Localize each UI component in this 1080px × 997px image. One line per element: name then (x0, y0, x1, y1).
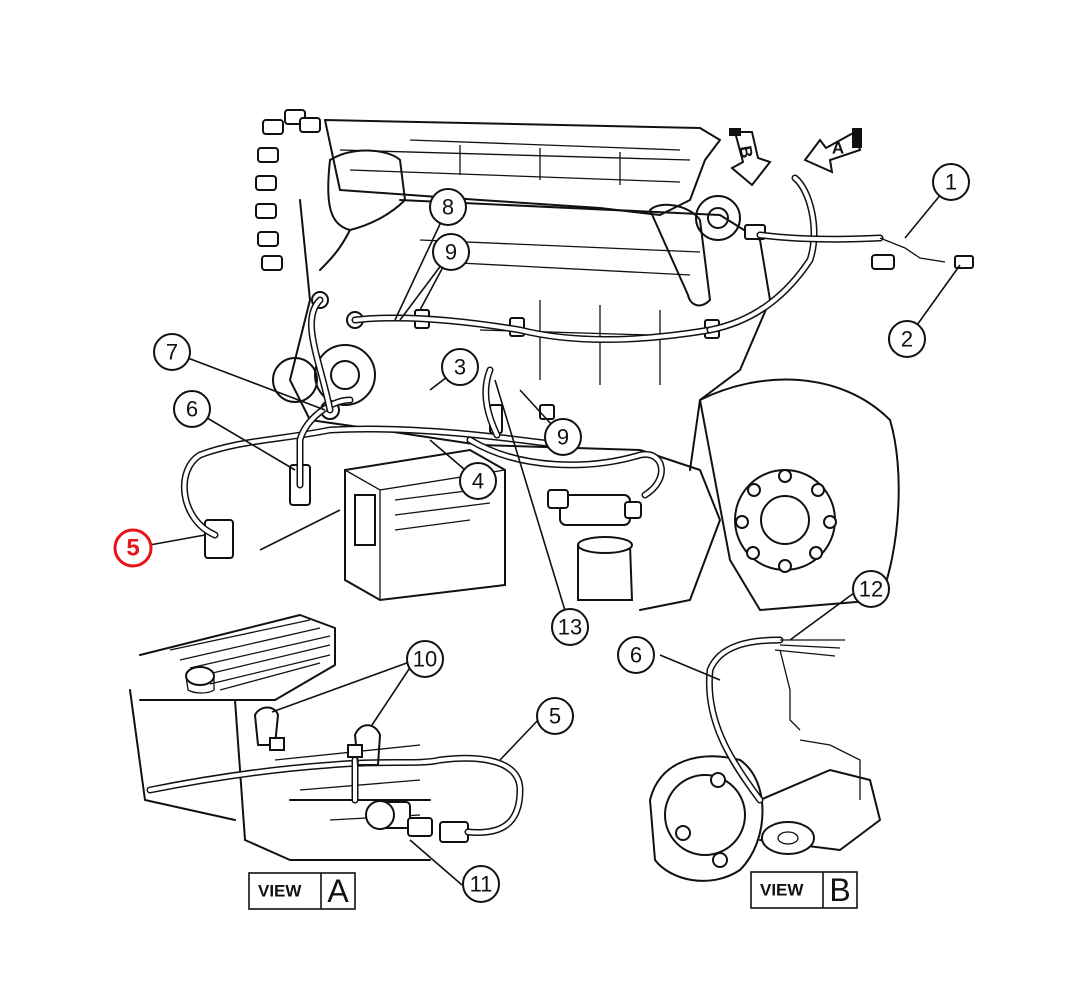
svg-text:VIEW: VIEW (760, 881, 804, 900)
svg-text:13: 13 (558, 615, 582, 640)
view-a-label: VIEW A (248, 872, 356, 910)
svg-text:8: 8 (442, 195, 454, 220)
callout-10: 10 (406, 640, 444, 678)
flywheel-bolts (735, 469, 837, 573)
svg-text:5: 5 (126, 535, 139, 562)
callout-8: 8 (429, 188, 467, 226)
svg-text:12: 12 (859, 577, 883, 602)
view-a-arrow-label: A (832, 139, 844, 158)
svg-text:1: 1 (945, 170, 957, 195)
callout-11: 11 (462, 865, 500, 903)
main-wiring-harness (181, 174, 884, 539)
cam-gear-bolts (255, 109, 321, 271)
view-a-arrow: A (803, 128, 862, 174)
callout-13: 13 (551, 608, 589, 646)
callout-4: 4 (459, 462, 497, 500)
svg-text:9: 9 (445, 240, 457, 265)
engine-block (204, 109, 900, 611)
callout-6-view-b: 6 (617, 636, 655, 674)
svg-text:11: 11 (470, 872, 493, 897)
svg-text:7: 7 (166, 340, 178, 365)
view-b-arrow-label: B (736, 144, 757, 159)
callout-2: 2 (888, 320, 926, 358)
fuel-filter (547, 489, 642, 601)
callout-7: 7 (153, 333, 191, 371)
svg-text:6: 6 (186, 397, 198, 422)
svg-text:4: 4 (472, 469, 484, 494)
sensor-cable-assembly (871, 237, 974, 270)
callout-12: 12 (852, 570, 890, 608)
view-b-inset (649, 589, 881, 882)
callout-9-top: 9 (432, 233, 470, 271)
callout-5-view-a: 5 (536, 697, 574, 735)
svg-text:A: A (327, 873, 349, 909)
svg-text:9: 9 (557, 425, 569, 450)
view-a-inset (129, 614, 541, 886)
callout-1: 1 (932, 163, 970, 201)
view-b-label: VIEW B (750, 871, 858, 909)
svg-text:10: 10 (413, 647, 437, 672)
svg-text:5: 5 (549, 704, 561, 729)
callout-6: 6 (173, 390, 211, 428)
svg-text:3: 3 (454, 355, 466, 380)
callout-5-highlighted: 5 (113, 528, 153, 568)
svg-text:VIEW: VIEW (258, 882, 302, 901)
svg-text:B: B (829, 872, 850, 908)
view-b-arrow: B (729, 128, 772, 187)
callout-9-bottom: 9 (544, 418, 582, 456)
callout-3: 3 (441, 348, 479, 386)
leader-lines (132, 181, 961, 628)
svg-text:6: 6 (630, 643, 642, 668)
svg-text:2: 2 (901, 327, 913, 352)
